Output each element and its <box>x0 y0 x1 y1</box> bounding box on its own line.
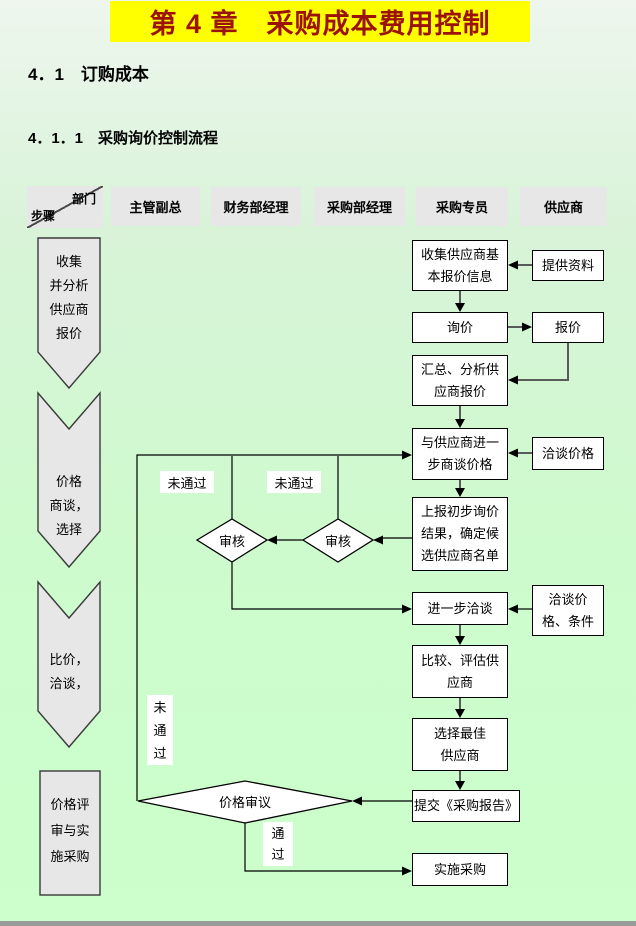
subsection-heading: 4．1．1 采购询价控制流程 <box>28 130 219 147</box>
step-arrow-shapes <box>37 237 101 896</box>
step-label-compare-negotiate: 比价， 洽谈， <box>49 652 89 691</box>
process-arrowheads <box>455 260 532 790</box>
flow-box-inquiry: 询价 <box>412 312 508 343</box>
decision-shapes <box>137 518 375 824</box>
supplier-box-discuss-price-terms: 洽谈价 格、条件 <box>532 585 604 636</box>
branch-label-fail-right: 未通过 <box>267 471 321 493</box>
process-lines <box>459 264 569 782</box>
step-label-price-review-implement: 价格评 审与实 施采购 <box>50 797 90 864</box>
step-arrow-2 <box>37 391 101 569</box>
flow-box-select-best: 选择最佳 供应商 <box>412 718 508 771</box>
decision-review-right-shape <box>301 518 375 563</box>
flow-box-negotiate-further-price: 与供应商进一 步商谈价格 <box>412 428 508 480</box>
decision-review-left-label: 审核 <box>218 533 245 549</box>
flow-box-summarize: 汇总、分析供 应商报价 <box>412 355 508 406</box>
step-label-price-negotiate-select: 价格 商谈， 选择 <box>49 474 89 537</box>
supplier-box-quote: 报价 <box>532 312 604 343</box>
column-header-purchasing-specialist: 采购专员 <box>416 187 508 226</box>
corner-label-step: 步骤 <box>31 209 56 223</box>
supplier-box-provide-material: 提供资料 <box>532 250 604 281</box>
column-header-finance-manager: 财务部经理 <box>211 187 301 226</box>
flow-box-report-results: 上报初步询价 结果，确定候 选供应商名单 <box>412 497 508 571</box>
corner-label-department: 部门 <box>71 192 96 206</box>
column-header-purchasing-manager: 采购部经理 <box>314 187 405 226</box>
loop-arrowheads <box>267 450 518 876</box>
step-arrow-1 <box>37 237 101 390</box>
matrix-header-corner: 部门 步骤 <box>27 186 103 228</box>
branch-label-fail-left: 未通过 <box>160 471 214 493</box>
flow-box-compare-evaluate: 比较、评估供 应商 <box>412 645 508 698</box>
step-rect-4 <box>39 770 101 896</box>
step-arrow-3 <box>37 580 101 749</box>
flow-box-submit-report: 提交《采购报告》 <box>412 790 520 822</box>
page-title: 第 4 章 采购成本费用控制 <box>110 1 530 42</box>
decision-review-left-shape <box>195 518 269 563</box>
loop-lines <box>136 454 532 872</box>
step-label-collect-analyze: 收集 并分析 供应商 报价 <box>49 254 89 341</box>
column-header-deputy-gm: 主管副总 <box>111 187 200 226</box>
column-header-supplier: 供应商 <box>520 187 607 226</box>
branch-label-pass-vertical: 通 过 <box>263 822 293 866</box>
supplier-box-discuss-price: 洽谈价格 <box>532 437 604 470</box>
decision-review-right-label: 审核 <box>324 533 351 549</box>
decision-price-review-shape <box>137 780 353 824</box>
flow-box-further-negotiation: 进一步洽谈 <box>412 592 508 625</box>
flow-box-collect-info: 收集供应商基 本报价信息 <box>412 240 508 291</box>
flow-box-implement: 实施采购 <box>412 853 508 886</box>
decision-price-review-label: 价格审议 <box>218 794 271 810</box>
section-heading: 4．1 订购成本 <box>28 65 149 84</box>
bottom-bar <box>0 921 636 926</box>
branch-label-fail-vertical: 未 通 过 <box>147 695 173 765</box>
